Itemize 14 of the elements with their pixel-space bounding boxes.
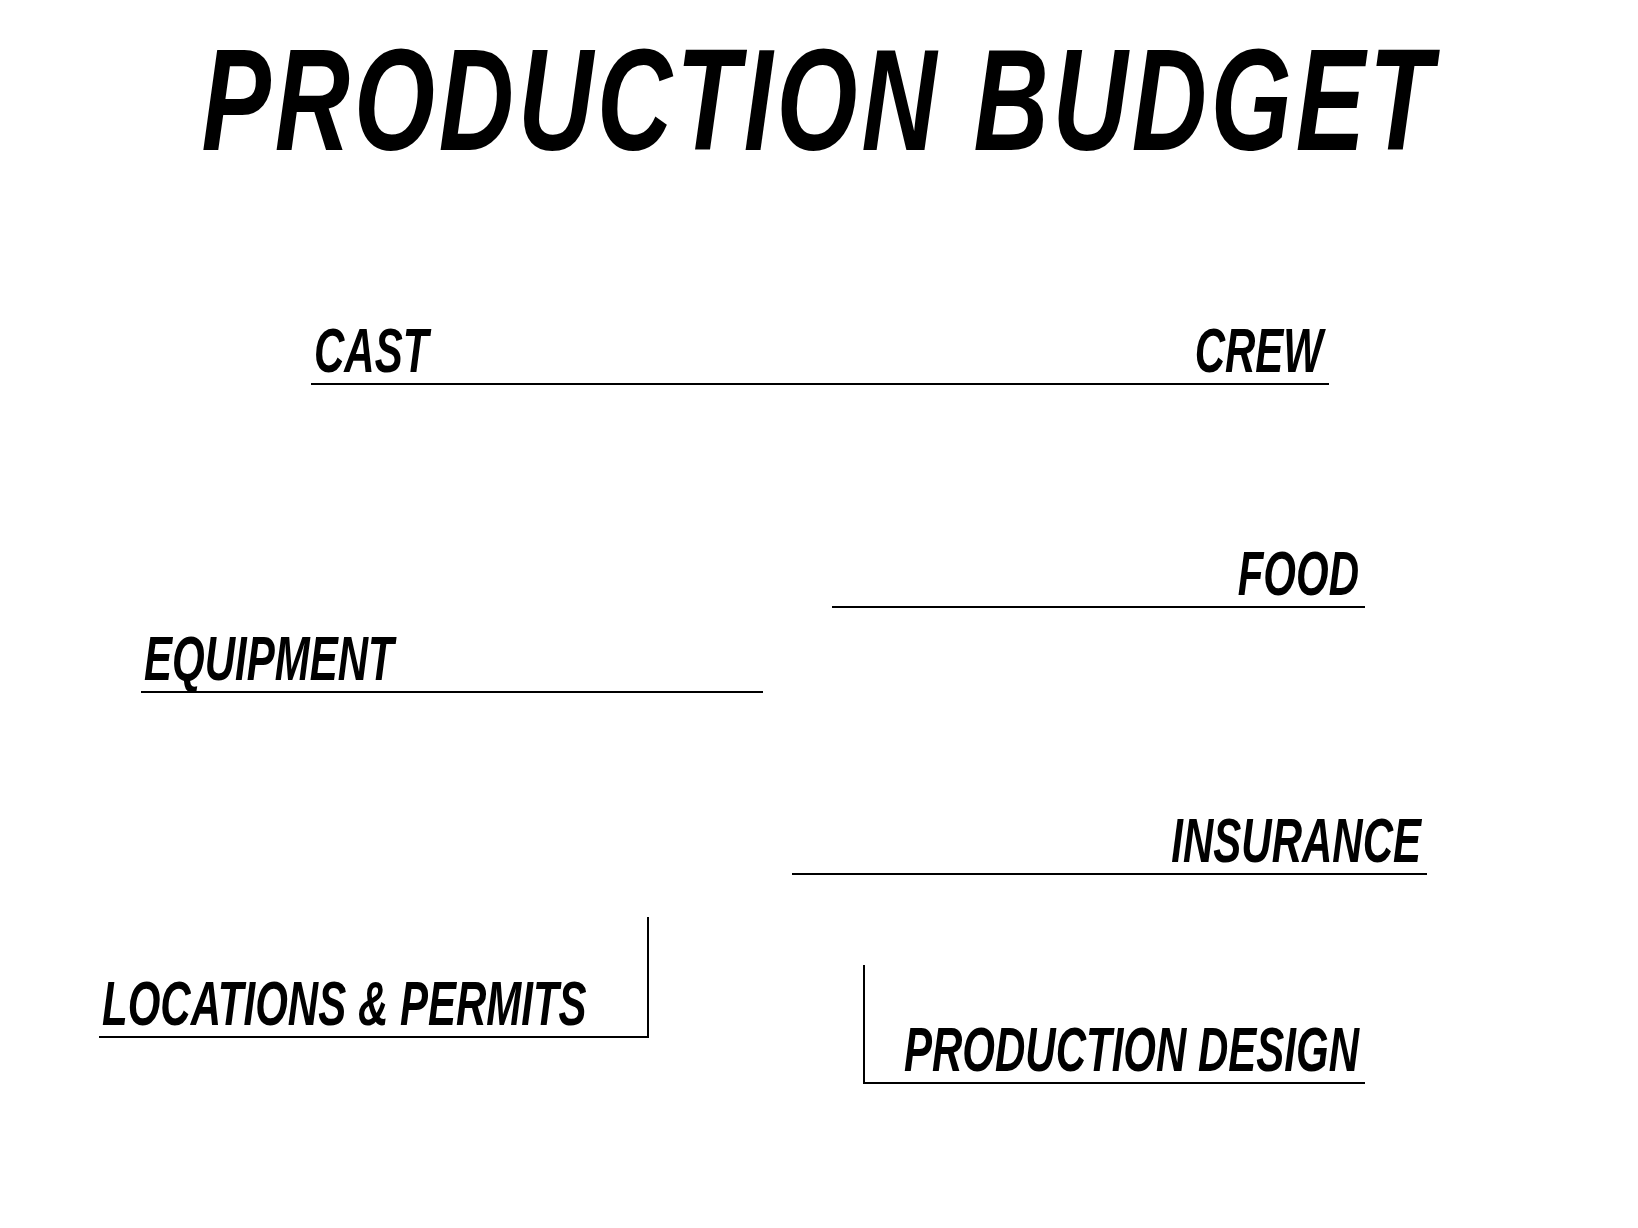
leader-line [140,691,764,693]
category-label: PRODUCTION DESIGN [900,1018,1365,1083]
category-label: FOOD [1234,542,1365,607]
leader-line [791,873,1428,875]
leader-line [98,916,649,1038]
leader-line [756,383,1330,385]
leader-line [831,606,1366,608]
leader-line [863,964,1366,1084]
category-label: EQUIPMENT [141,627,400,692]
category-label: CREW [1191,319,1329,384]
category-label: CAST [311,319,435,384]
category-label: INSURANCE [1168,809,1427,874]
leader-line [310,383,758,385]
category-label: LOCATIONS & PERMITS [99,972,593,1037]
